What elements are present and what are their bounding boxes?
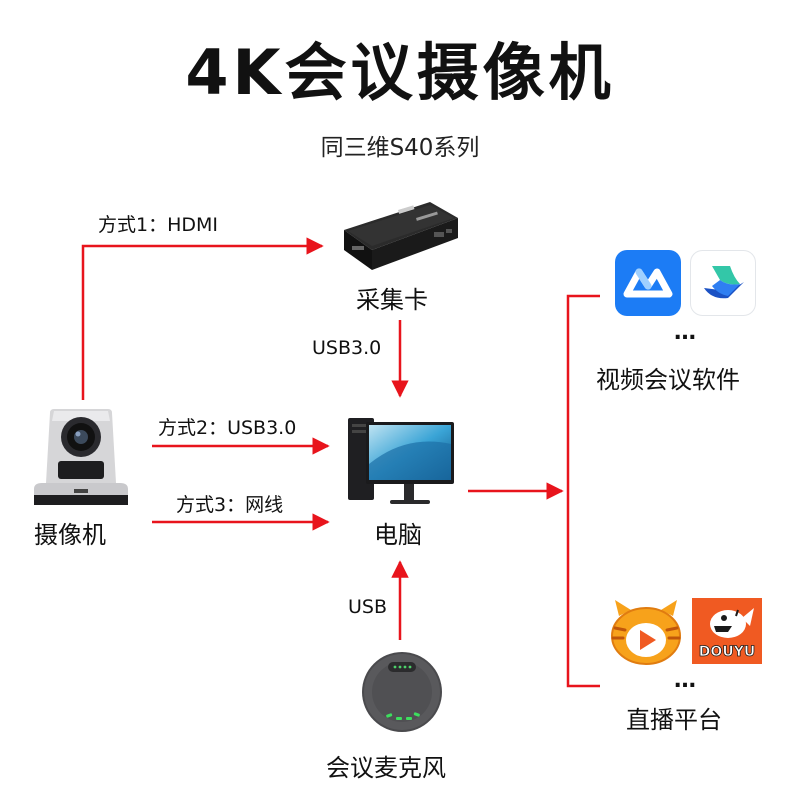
microphone-label: 会议麦克风 <box>326 754 446 782</box>
page-subtitle: 同三维S40系列 <box>320 135 480 161</box>
live-platform-label: 直播平台 <box>626 706 722 734</box>
tencent-meeting-icon <box>615 250 681 316</box>
douyu-icon: DOUYU <box>692 598 762 664</box>
huya-icon <box>611 600 681 665</box>
label-method3: 方式3：网线 <box>176 494 284 516</box>
video-software-label: 视频会议软件 <box>596 366 740 394</box>
camera-label: 摄像机 <box>34 521 106 549</box>
microphone-icon <box>362 652 442 732</box>
camera-icon <box>34 409 128 505</box>
label-card-to-pc: USB3.0 <box>312 337 382 359</box>
video-software-more: … <box>674 320 696 345</box>
arrow-method1 <box>81 237 324 400</box>
capture-card-label: 采集卡 <box>356 286 428 314</box>
douyu-logo-text: DOUYU <box>699 644 755 660</box>
label-method2: 方式2：USB3.0 <box>158 417 297 439</box>
page-title: 4K会议摄像机 <box>185 36 615 109</box>
label-mic-to-pc: USB <box>348 596 388 618</box>
computer-label: 电脑 <box>374 521 422 549</box>
computer-icon <box>348 418 454 504</box>
output-bracket <box>566 294 600 688</box>
label-method1: 方式1：HDMI <box>98 214 219 236</box>
live-platform-more: … <box>674 668 696 693</box>
capture-card-icon <box>344 202 458 270</box>
lark-meeting-icon <box>690 250 756 316</box>
